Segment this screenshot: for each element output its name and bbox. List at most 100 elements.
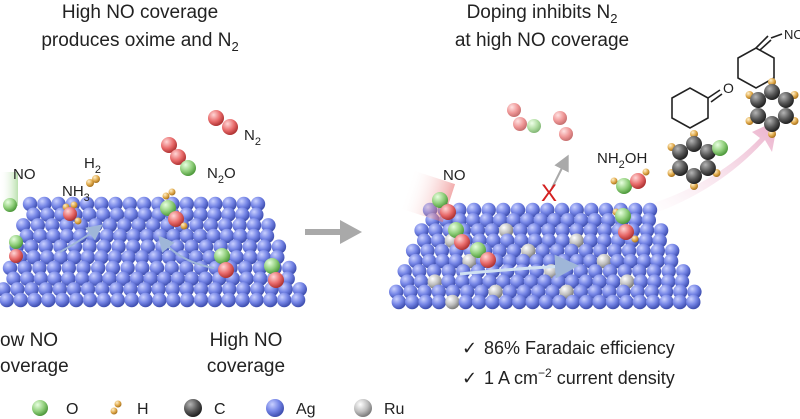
nitrogen-atom bbox=[168, 211, 184, 227]
silver-atom bbox=[33, 228, 48, 244]
high-coverage-line1: High NO bbox=[210, 330, 283, 351]
silver-atom bbox=[0, 292, 14, 308]
oxygen-atom bbox=[615, 208, 631, 224]
nitrogen-atom bbox=[268, 272, 284, 288]
silver-atom bbox=[179, 282, 194, 297]
migration-arrow bbox=[158, 235, 215, 269]
cyclohexanone-ball-model bbox=[667, 130, 728, 190]
nitrogen-atom bbox=[9, 249, 23, 263]
silver-atom bbox=[80, 282, 96, 297]
silver-atom bbox=[126, 228, 141, 244]
right-panel: Doping inhibits N2 at high NO coverage N… bbox=[389, 2, 800, 388]
silver-atom bbox=[108, 196, 123, 212]
silver-atom bbox=[235, 292, 250, 308]
silver-atom bbox=[179, 260, 194, 276]
silver-atom bbox=[121, 250, 136, 265]
ruthenium-atom bbox=[445, 294, 460, 310]
silver-atom bbox=[579, 294, 594, 310]
silver-atom bbox=[123, 207, 139, 222]
silver-atom bbox=[41, 292, 56, 308]
silver-atom bbox=[166, 292, 181, 308]
hydrogen-atom bbox=[690, 130, 698, 138]
silver-atom bbox=[66, 282, 82, 297]
silver-atom bbox=[138, 292, 153, 308]
silver-atom bbox=[246, 218, 262, 233]
right-title-line1: Doping inhibits N2 bbox=[467, 2, 618, 26]
silver-atom bbox=[151, 282, 166, 297]
carbon-atom bbox=[777, 108, 794, 124]
silver-atom bbox=[193, 196, 209, 212]
silver-atom bbox=[129, 271, 145, 286]
silver-atom bbox=[628, 202, 643, 218]
hydrogen-atom bbox=[631, 235, 639, 243]
nitrogen-atom bbox=[63, 207, 77, 221]
silver-atom bbox=[222, 282, 237, 297]
atom-legend: O H C Ag Ru bbox=[32, 399, 404, 418]
legend-ruthenium-swatch bbox=[354, 399, 372, 417]
oxime-structure bbox=[737, 33, 783, 89]
silver-atom bbox=[202, 250, 217, 265]
benefit-faradaic-efficiency: 86% Faradaic efficiency bbox=[484, 338, 675, 358]
right-title-line2: at high NO coverage bbox=[455, 30, 629, 51]
nitrogen-atom bbox=[454, 234, 470, 250]
silver-atom bbox=[549, 243, 565, 259]
silver-atom bbox=[61, 271, 76, 286]
silver-atom bbox=[40, 250, 55, 265]
low-coverage-line1: ow NO bbox=[0, 330, 58, 351]
silver-atom bbox=[236, 282, 251, 297]
silver-atom bbox=[431, 294, 447, 310]
silver-atom bbox=[88, 271, 104, 286]
silver-atom bbox=[597, 223, 612, 238]
silver-atom bbox=[646, 264, 662, 279]
silver-atom bbox=[145, 218, 161, 233]
blocked-x-icon: X bbox=[541, 180, 557, 207]
silver-atom bbox=[94, 282, 110, 297]
silver-atom bbox=[94, 196, 109, 212]
hydrogen-atom bbox=[768, 130, 776, 138]
silver-atom bbox=[208, 196, 223, 212]
silver-atom bbox=[55, 292, 70, 308]
silver-atom bbox=[250, 196, 266, 212]
carbon-atom bbox=[686, 136, 702, 152]
product-arrow bbox=[648, 120, 778, 215]
silver-atom bbox=[59, 218, 74, 233]
legend-hydrogen-swatch bbox=[114, 400, 122, 408]
silver-atom bbox=[135, 260, 150, 276]
silver-atom bbox=[431, 284, 446, 299]
silver-atom bbox=[252, 260, 268, 276]
carbon-atom bbox=[764, 116, 780, 132]
silver-atom bbox=[79, 196, 95, 212]
silver-atom bbox=[529, 253, 544, 269]
silver-atom bbox=[552, 294, 567, 310]
silver-atom bbox=[512, 294, 527, 310]
silver-atom bbox=[222, 196, 237, 212]
silver-atom bbox=[124, 292, 139, 308]
silver-atom bbox=[514, 233, 529, 248]
silver-atom bbox=[659, 294, 674, 310]
silver-atom bbox=[292, 282, 307, 297]
silver-atom bbox=[619, 294, 634, 310]
silver-atom bbox=[137, 207, 153, 222]
silver-atom bbox=[500, 233, 515, 248]
silver-atom bbox=[448, 253, 464, 269]
silver-atom bbox=[13, 292, 28, 308]
silver-atom bbox=[149, 260, 165, 276]
hydrogen-atom bbox=[70, 201, 78, 209]
silver-atom bbox=[661, 264, 676, 279]
silver-atom bbox=[38, 239, 53, 254]
silver-atom bbox=[672, 294, 688, 310]
carbon-atom bbox=[764, 84, 780, 100]
benefit-check-icon: ✓ bbox=[462, 368, 477, 388]
silver-atom bbox=[271, 239, 287, 254]
silver-atom bbox=[650, 243, 665, 259]
silver-atom bbox=[605, 294, 621, 310]
nitrogen-atom bbox=[480, 252, 496, 268]
silver-atom bbox=[143, 271, 158, 286]
silver-atom bbox=[540, 202, 555, 218]
legend-oxygen-swatch bbox=[32, 400, 48, 416]
silver-atom bbox=[131, 218, 146, 233]
silver-atom bbox=[257, 239, 272, 254]
silver-atom bbox=[249, 292, 264, 308]
carbon-atom bbox=[699, 160, 716, 176]
